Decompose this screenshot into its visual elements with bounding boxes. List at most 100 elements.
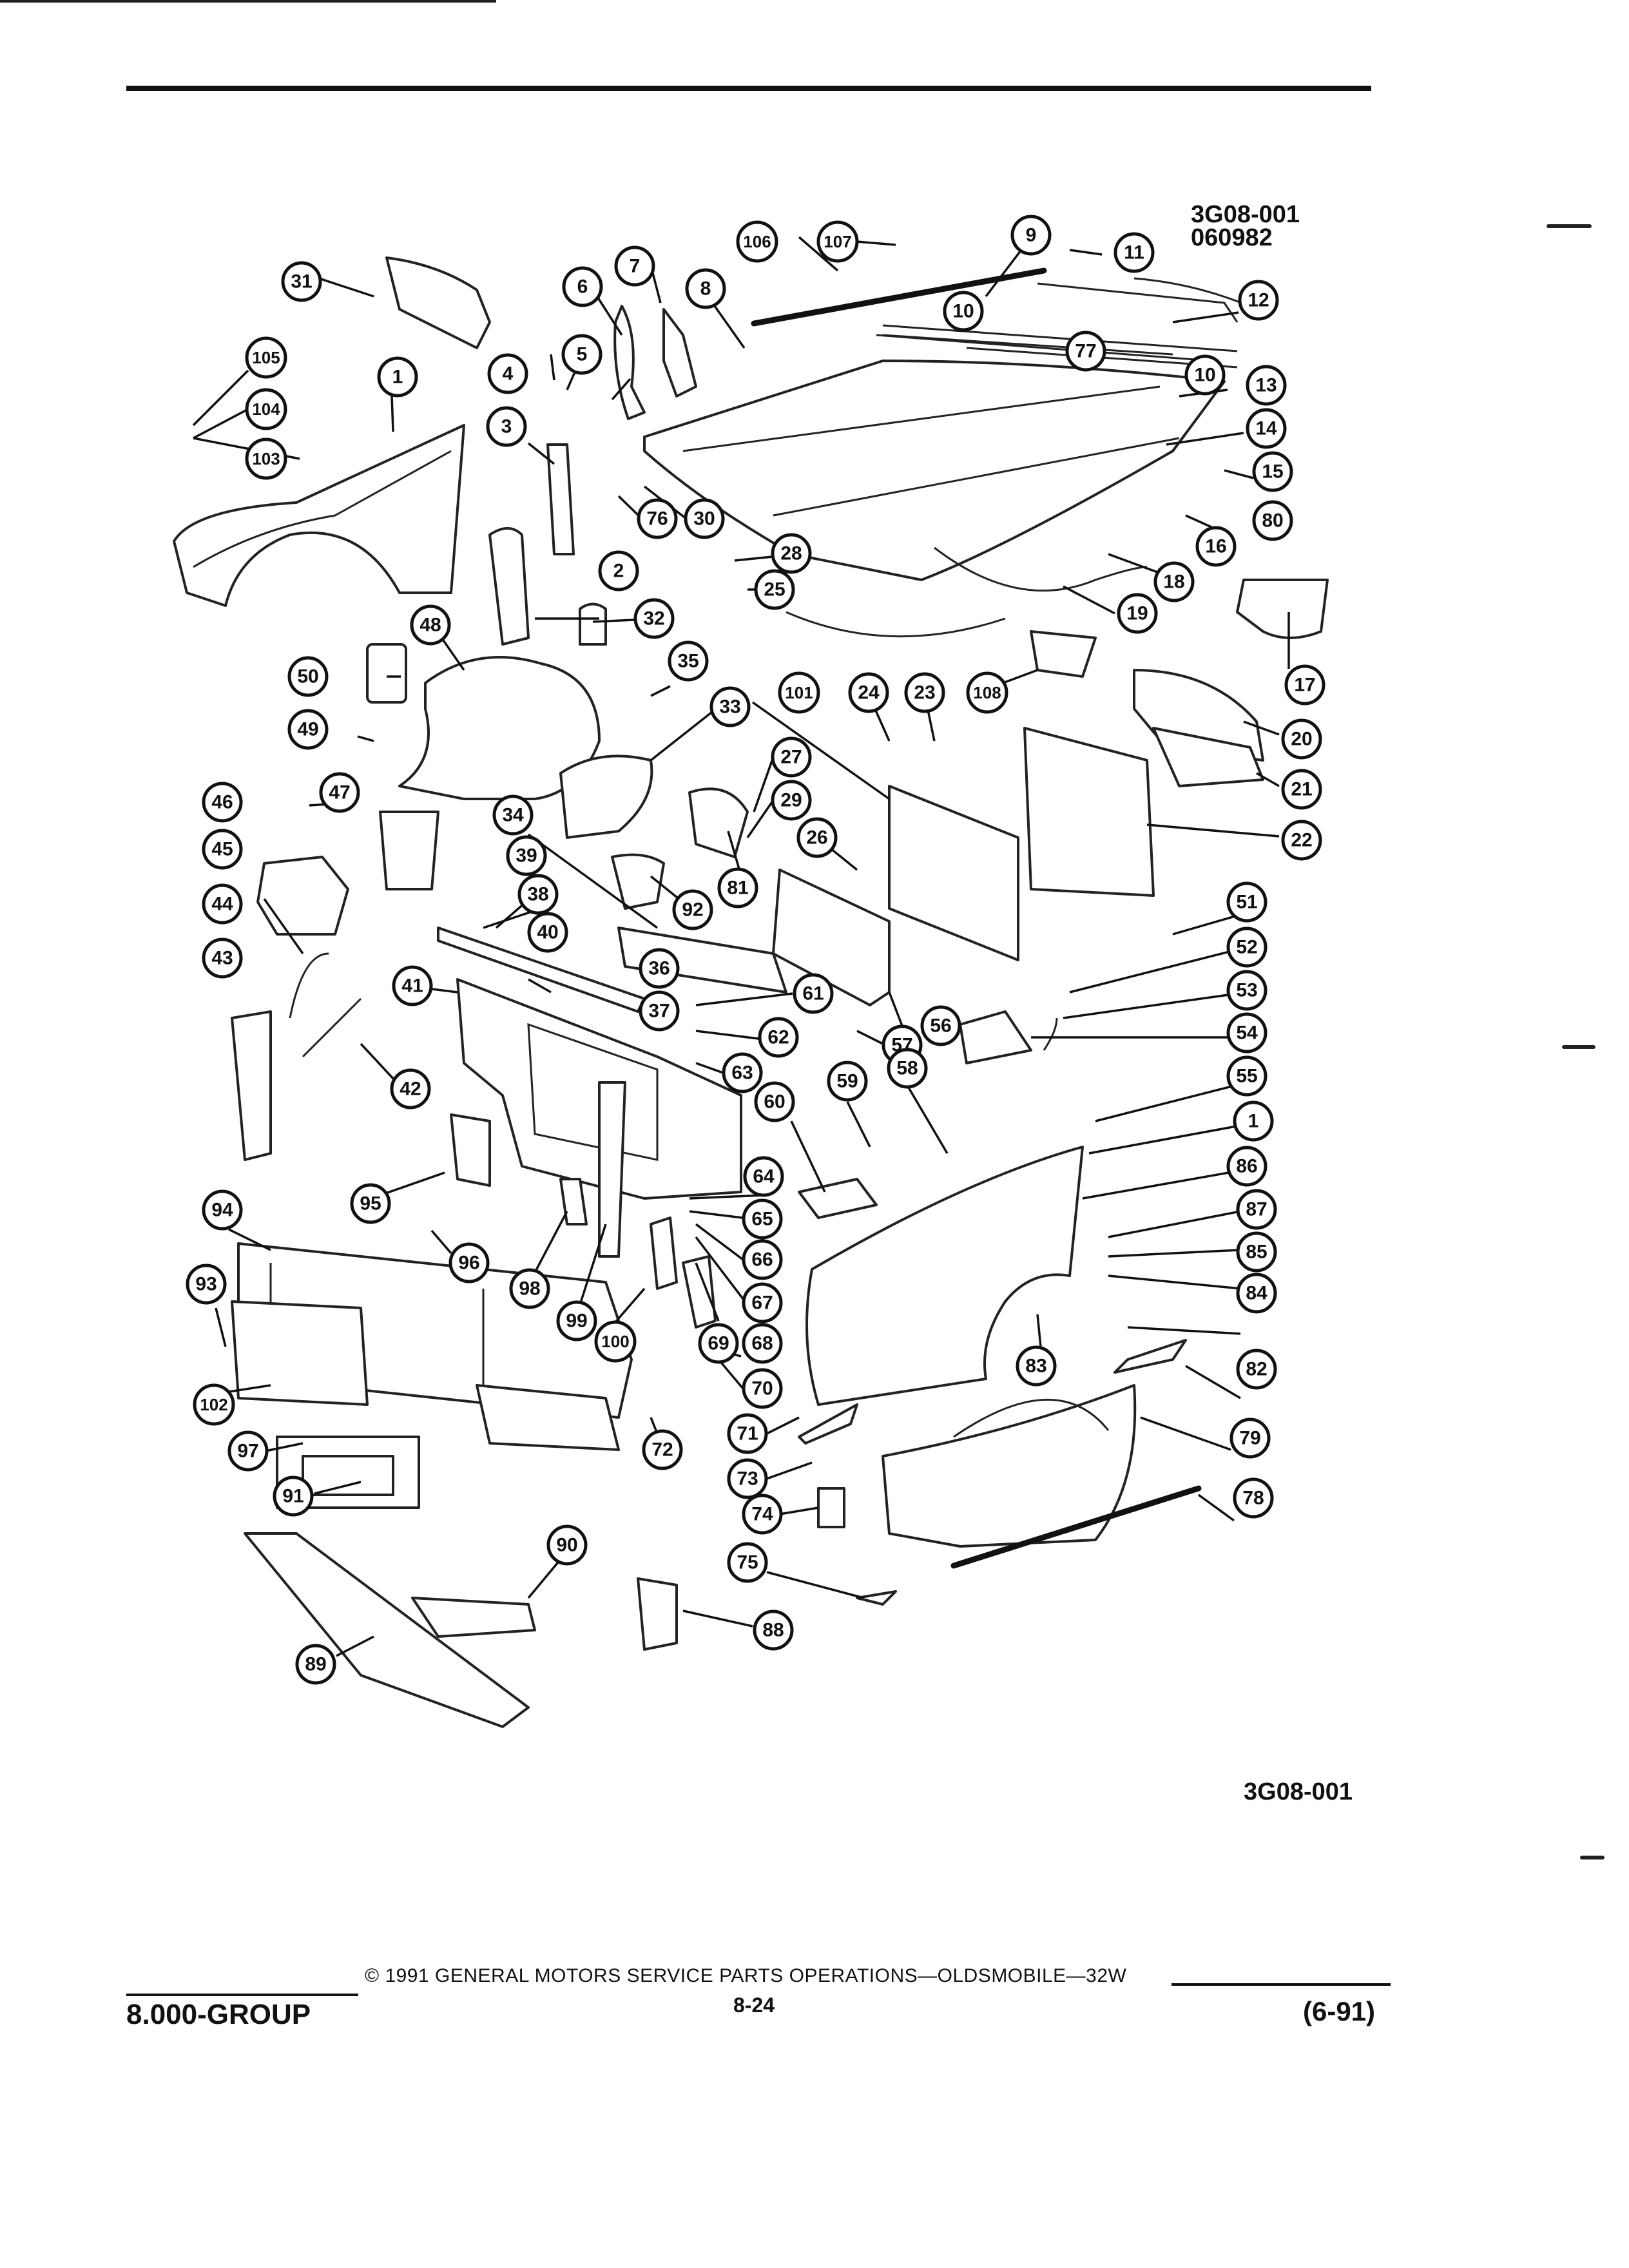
svg-text:58: 58	[896, 1058, 918, 1079]
callout-68: 68	[742, 1323, 783, 1364]
svg-text:49: 49	[297, 719, 318, 740]
svg-text:37: 37	[648, 1001, 670, 1022]
callout-10b: 10	[1184, 354, 1226, 396]
svg-text:104: 104	[252, 399, 280, 419]
callout-86: 86	[1226, 1146, 1268, 1187]
callout-3: 3	[486, 406, 527, 447]
callout-101: 101	[778, 671, 820, 714]
callout-30: 30	[684, 498, 725, 539]
svg-text:39: 39	[516, 845, 537, 867]
svg-text:71: 71	[737, 1423, 758, 1445]
svg-text:17: 17	[1294, 675, 1315, 696]
callout-51: 51	[1226, 881, 1268, 923]
callout-36: 36	[639, 948, 680, 989]
svg-text:26: 26	[806, 827, 827, 849]
svg-text:107: 107	[824, 232, 851, 251]
callout-81: 81	[717, 867, 758, 908]
svg-text:8: 8	[700, 278, 711, 300]
svg-text:56: 56	[930, 1015, 951, 1037]
callout-6: 6	[562, 266, 603, 307]
leader-lines	[192, 236, 1290, 1657]
svg-text:89: 89	[305, 1654, 326, 1675]
callout-21: 21	[1281, 769, 1322, 810]
callout-100: 100	[594, 1320, 637, 1363]
callout-45: 45	[202, 829, 243, 870]
callout-22: 22	[1281, 820, 1322, 861]
callout-15: 15	[1252, 451, 1293, 492]
callout-64: 64	[743, 1156, 784, 1197]
callout-85: 85	[1236, 1231, 1277, 1273]
callout-19: 19	[1117, 593, 1158, 634]
callout-66: 66	[742, 1239, 783, 1280]
svg-text:96: 96	[458, 1253, 479, 1274]
svg-text:42: 42	[400, 1079, 421, 1100]
callout-93: 93	[186, 1264, 227, 1305]
callout-35: 35	[668, 640, 709, 682]
callout-56: 56	[920, 1005, 961, 1046]
svg-text:98: 98	[519, 1278, 540, 1300]
svg-text:40: 40	[537, 922, 558, 943]
svg-text:11: 11	[1124, 242, 1144, 264]
callout-74: 74	[742, 1494, 783, 1535]
svg-text:90: 90	[556, 1535, 577, 1556]
svg-text:48: 48	[419, 615, 441, 636]
svg-text:105: 105	[252, 348, 280, 367]
svg-text:77: 77	[1075, 341, 1096, 362]
callout-1: 1	[377, 356, 418, 398]
part-drawings	[173, 256, 1329, 1728]
footer-date: (6-91)	[1303, 1996, 1376, 2026]
svg-text:51: 51	[1236, 892, 1257, 913]
svg-text:73: 73	[737, 1468, 758, 1490]
callout-87: 87	[1236, 1189, 1277, 1230]
svg-text:38: 38	[527, 884, 548, 905]
svg-text:81: 81	[727, 878, 748, 899]
callout-80: 80	[1252, 500, 1293, 541]
svg-text:23: 23	[914, 682, 935, 704]
svg-text:59: 59	[836, 1071, 858, 1092]
callout-18: 18	[1153, 561, 1195, 602]
callout-75: 75	[727, 1542, 768, 1583]
svg-text:82: 82	[1246, 1359, 1267, 1380]
callout-71: 71	[727, 1413, 768, 1454]
callout-44: 44	[202, 883, 243, 925]
svg-text:74: 74	[751, 1504, 773, 1525]
callout-38: 38	[517, 874, 559, 915]
callout-73: 73	[727, 1458, 768, 1499]
callout-106: 106	[736, 220, 778, 263]
callout-43: 43	[202, 937, 243, 979]
svg-text:9: 9	[1026, 225, 1037, 246]
callout-47: 47	[319, 772, 360, 813]
callout-23: 23	[904, 672, 945, 713]
footer-group: 8.000-GROUP	[126, 1999, 311, 2030]
svg-text:55: 55	[1236, 1066, 1257, 1087]
callout-91: 91	[273, 1475, 314, 1517]
callout-77: 77	[1065, 331, 1106, 372]
callout-33: 33	[709, 686, 751, 727]
callout-2: 2	[598, 550, 639, 591]
svg-text:101: 101	[785, 683, 813, 702]
callout-67: 67	[742, 1282, 783, 1323]
svg-text:94: 94	[211, 1200, 233, 1221]
callout-65: 65	[742, 1198, 783, 1240]
callout-92: 92	[672, 889, 713, 930]
callout-29: 29	[771, 780, 812, 821]
callout-88: 88	[753, 1610, 794, 1651]
header-rule	[126, 86, 1371, 91]
svg-text:88: 88	[762, 1620, 784, 1641]
svg-text:78: 78	[1242, 1488, 1264, 1509]
svg-text:69: 69	[708, 1333, 729, 1354]
callout-104: 104	[245, 388, 287, 430]
svg-text:87: 87	[1246, 1199, 1267, 1220]
svg-text:106: 106	[743, 232, 771, 251]
svg-text:29: 29	[780, 790, 802, 811]
callout-labels: 1 2 3 4 5 6 7 8 9 10 10 11 12 13 14 15 1…	[186, 215, 1325, 1685]
callout-99: 99	[556, 1300, 597, 1341]
svg-text:45: 45	[211, 839, 233, 860]
scan-edge-line	[0, 0, 496, 3]
svg-text:83: 83	[1025, 1356, 1046, 1377]
svg-text:1: 1	[392, 367, 403, 388]
callout-89: 89	[295, 1644, 336, 1685]
svg-text:19: 19	[1126, 603, 1148, 624]
svg-text:92: 92	[682, 899, 703, 921]
scan-mark	[1547, 224, 1592, 228]
